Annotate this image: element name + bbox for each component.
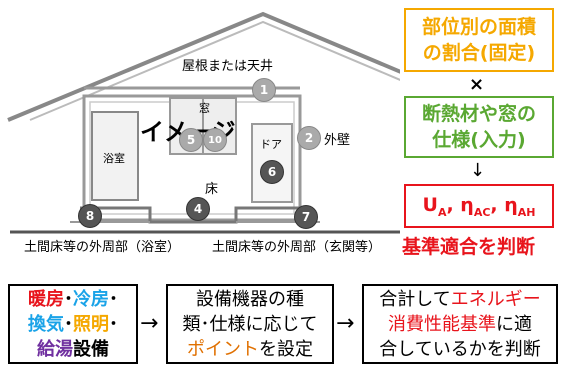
floor-line: [80, 206, 300, 224]
door-label: ドア: [260, 138, 282, 151]
marker-8: 8: [78, 204, 102, 228]
spec-box: 断熱材や窓の 仕様(入力): [404, 96, 554, 158]
result-box: UA, ηAC, ηAH: [404, 184, 554, 228]
marker-10: 10: [203, 128, 227, 152]
bath-label: 浴室: [103, 152, 125, 165]
wall-label: 外壁: [324, 133, 351, 148]
floor-label: 床: [205, 182, 219, 197]
standard-box: 合計してエネルギー 消費性能基準に適 合しているかを判断: [362, 284, 558, 364]
down-arrow: ↓: [470, 160, 486, 181]
marker-5: 5: [179, 128, 203, 152]
marker-6: 6: [260, 160, 284, 184]
bathroom: [91, 111, 139, 201]
marker-2: 2: [297, 126, 321, 150]
marker-1: 1: [252, 78, 276, 102]
equipment-box: 暖房･冷房･ 換気･照明･ 給湯設備: [8, 284, 138, 364]
area-ratio-box: 部位別の面積 の割合(固定): [404, 8, 554, 72]
roof-line: [7, 11, 400, 122]
roof-label: 屋根または天井: [182, 59, 274, 74]
window-label: 窓: [199, 102, 210, 115]
flow-arrow-2: →: [336, 311, 355, 336]
outer-wall: [82, 94, 302, 222]
marker-7: 7: [294, 205, 318, 229]
bottom-right-label: 土間床等の外周部（玄関等）: [212, 240, 382, 255]
times-symbol: ×: [469, 74, 485, 95]
marker-4: 4: [186, 197, 210, 221]
judge-label: 基準適合を判断: [402, 236, 536, 258]
points-box: 設備機器の種 類･仕様に応じて ポイントを設定: [166, 284, 334, 364]
bottom-left-label: 土間床等の外周部（浴室）: [24, 240, 181, 255]
flow-arrow-1: →: [140, 311, 159, 336]
